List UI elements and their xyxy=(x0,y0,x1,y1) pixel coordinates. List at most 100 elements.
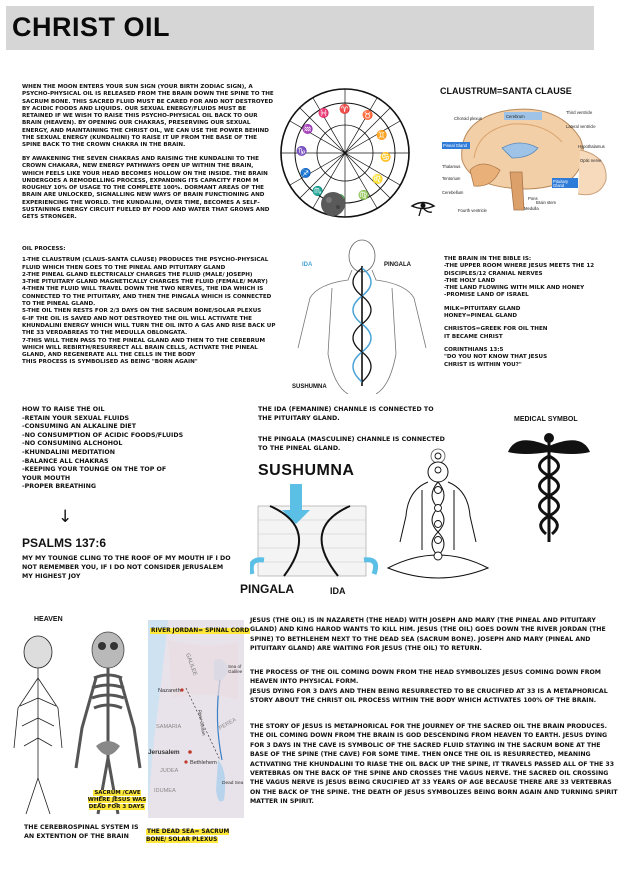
psalms-text: MY MY TOUNGE CLING TO THE ROOF OF MY MOU… xyxy=(22,555,231,580)
svg-text:Brain stem: Brain stem xyxy=(536,200,557,205)
bible-line: -THE UPPER ROOM WHERE JESUS MEETS THE 12… xyxy=(444,263,595,277)
oil-process-step: 2-THE PINEAL GLAND ELECTRICALLY CHARGES … xyxy=(22,271,253,278)
raise-line: -CONSUMING AN ALKALINE DIET xyxy=(22,423,137,431)
caduceus-icon xyxy=(508,433,590,542)
svg-text:Jerusalem: Jerusalem xyxy=(148,749,180,756)
svg-text:♉: ♉ xyxy=(362,109,373,120)
bible-line: -PROMISE LAND OF ISRAEL xyxy=(444,292,529,299)
svg-text:Lateral ventricle: Lateral ventricle xyxy=(566,124,596,129)
svg-text:Bethlehem: Bethlehem xyxy=(190,760,217,766)
oil-process-step: 1-THE CLAUSTRUM (CLAUS-SANTA CLAUSE) PRO… xyxy=(22,257,269,271)
raise-line: -BALANCE ALL CHAKRAS xyxy=(22,457,109,465)
raise-oil-section: HOW TO RAISE THE OIL -RETAIN YOUR SEXUAL… xyxy=(22,406,234,492)
zodiac-wheel-image: ♈♉♊ ♋♌♍ ♎♏♐ ♑♒♓ xyxy=(280,88,410,218)
raise-line: -RETAIN YOUR SEXUAL FLUIDS xyxy=(22,414,130,422)
cerebrospinal-note: THE CEREBROSPINAL SYSTEM IS AN EXTENTION… xyxy=(24,824,139,840)
svg-text:♍: ♍ xyxy=(358,189,369,200)
page-title: CHRIST OIL xyxy=(12,12,170,42)
medical-symbol-heading: MEDICAL SYMBOL xyxy=(514,416,578,423)
svg-text:Thalamus: Thalamus xyxy=(442,164,460,169)
ida-big-label: IDA xyxy=(330,586,346,596)
svg-text:Sea of: Sea of xyxy=(228,664,242,669)
holy-land-map-image: GALILEE Sea of Galilee Nazareth SAMARIA … xyxy=(148,620,244,818)
svg-text:Tentorium: Tentorium xyxy=(442,176,461,181)
svg-text:JUDEA: JUDEA xyxy=(160,768,179,774)
raise-line: -KHUNDALINI MEDITATION xyxy=(22,448,115,456)
river-jordan-label-text: RIVER JORDAN= SPINAL CORD xyxy=(150,628,251,634)
svg-text:Third ventricle: Third ventricle xyxy=(566,110,593,115)
svg-text:♒: ♒ xyxy=(302,123,313,134)
oil-process-step: 4-THEN THE FLUID WILL TRAVEL DOWN THE TW… xyxy=(22,286,272,308)
meditation-chakra-image xyxy=(386,448,490,579)
sacrum-label: SACRUM /CAVE WHERE JESUS WAS DEAD FOR 3 … xyxy=(82,790,152,811)
svg-text:♈: ♈ xyxy=(339,103,350,114)
oil-process-heading: OIL PROCESS: xyxy=(22,246,66,252)
nervous-system-skeleton-image xyxy=(13,631,142,815)
svg-text:Hypothalamus: Hypothalamus xyxy=(578,144,605,149)
psalms-heading: PSALMS 137:6 xyxy=(22,536,107,550)
pingala-note: THE PINGALA (MASCULINE) CHANNLE IS CONNE… xyxy=(258,436,445,452)
bible-section: THE BRAIN IN THE BIBLE IS: -THE UPPER RO… xyxy=(444,256,604,369)
svg-text:Cerebrum: Cerebrum xyxy=(506,114,525,119)
svg-text:SAMARIA: SAMARIA xyxy=(156,724,181,730)
svg-text:♌: ♌ xyxy=(372,173,383,184)
ida-note: THE IDA (FEMANINE) CHANNLE IS CONNECTED … xyxy=(258,406,434,422)
dead-sea-label-text: THE DEAD SEA= SACRUM BONE/ SOLAR PLEXUS xyxy=(146,829,230,843)
svg-text:Medulla: Medulla xyxy=(524,206,539,211)
oil-process-step: 7-THIS WILL THEN PASS TO THE PINEAL GLAN… xyxy=(22,337,266,359)
title-bar xyxy=(6,6,594,50)
svg-text:Pineal Gland: Pineal Gland xyxy=(443,143,468,148)
svg-text:River Jordan: River Jordan xyxy=(197,709,207,736)
oil-process-step: THIS PROCESS IS SYMBOLISED AS BEING "BOR… xyxy=(22,359,198,366)
body-nadis-image xyxy=(297,239,427,394)
corinthians-quote: "DO YOU NOT KNOW THAT JESUS CHRIST IS WI… xyxy=(444,354,548,368)
dead-sea-label: THE DEAD SEA= SACRUM BONE/ SOLAR PLEXUS xyxy=(146,828,250,844)
pingala-big-label: PINGALA xyxy=(240,582,294,596)
svg-text:♊: ♊ xyxy=(376,129,387,140)
svg-text:Pons: Pons xyxy=(528,196,538,201)
svg-text:♐: ♐ xyxy=(300,167,311,178)
raise-line: -PROPER BREATHING xyxy=(22,483,97,491)
svg-text:♏: ♏ xyxy=(312,185,323,196)
bible-line: THE BRAIN IN THE BIBLE IS: xyxy=(444,256,532,262)
oil-process-section: OIL PROCESS: 1-THE CLAUSTRUM (CLAUS-SANT… xyxy=(22,246,280,367)
svg-text:Optic nerve: Optic nerve xyxy=(580,158,602,163)
bible-line: -THE HOLY LAND xyxy=(444,277,496,284)
claustrum-heading: CLAUSTRUM=SANTA CLAUSE xyxy=(440,86,572,96)
raise-line: -NO CONSUMING ALCHOHOL xyxy=(22,440,123,448)
river-jordan-label: RIVER JORDAN= SPINAL CORD xyxy=(150,628,251,635)
sacrum-label-text: SACRUM /CAVE WHERE JESUS WAS DEAD FOR 3 … xyxy=(87,790,147,810)
corinthians-ref: CORINTHIANS 13:5 xyxy=(444,346,504,353)
oil-process-step: 6-IF THE OIL IS SAVED AND NOT DESTROYED … xyxy=(22,315,276,337)
story-paragraph-3: THE STORY OF JESUS IS METAPHORICAL FOR T… xyxy=(250,723,618,806)
raise-line: -KEEPING YOUR TOUNGE ON THE TOP OF YOUR … xyxy=(22,466,167,482)
svg-text:Fourth ventricle: Fourth ventricle xyxy=(458,208,488,213)
oil-process-step: 3-THE PITUITARY GLAND MAGNETICALLY CHARG… xyxy=(22,279,268,286)
intro-paragraph-2: BY AWAKENING THE SEVEN CHAKRAS AND RAISI… xyxy=(22,156,270,221)
svg-text:Dead Sea: Dead Sea xyxy=(222,780,244,786)
sushumna-spine-image xyxy=(250,484,379,577)
sushumna-label: SUSHUMNA xyxy=(292,384,327,390)
svg-text:♋: ♋ xyxy=(380,151,391,162)
oil-process-step: 5-THE OIL THEN RESTS FOR 2/3 DAYS ON THE… xyxy=(22,308,262,315)
intro-paragraph-1: WHEN THE MOON ENTERS YOUR SUN SIGN (YOUR… xyxy=(22,84,274,149)
svg-text:Choroid plexus: Choroid plexus xyxy=(454,116,482,121)
svg-text:♓: ♓ xyxy=(318,107,329,118)
story-paragraph-2: THE PROCESS OF THE OIL COMING DOWN FROM … xyxy=(250,669,608,705)
down-arrow-icon: ↓ xyxy=(58,507,73,527)
ida-label: IDA xyxy=(302,262,313,268)
svg-text:Pituitary: Pituitary xyxy=(553,179,569,184)
raise-line: -NO CONSUMPTION OF ACIDIC FOODS/FLUIDS xyxy=(22,431,184,439)
milk-line: MILK=PITUITARY GLAND xyxy=(444,305,521,312)
svg-text:Nazareth: Nazareth xyxy=(158,688,181,694)
christos-line: CHRISTOS=GREEK FOR OIL THEN IT BECAME CH… xyxy=(444,326,548,340)
bible-line: -THE LAND FLOWING WITH MILK AND HONEY xyxy=(444,285,585,292)
eye-of-horus-icon xyxy=(410,201,436,217)
svg-text:♑: ♑ xyxy=(296,145,307,156)
svg-text:Gland: Gland xyxy=(553,183,565,188)
brain-diagram-image: Cerebrum Third ventricle Choroid plexus … xyxy=(440,100,616,218)
svg-text:IDUMEA: IDUMEA xyxy=(154,788,176,794)
story-paragraph-1: JESUS (THE OIL) IS IN NAZARETH (THE HEAD… xyxy=(250,617,606,653)
svg-text:Galilee: Galilee xyxy=(228,669,243,674)
svg-text:Cerebellum: Cerebellum xyxy=(442,190,464,195)
